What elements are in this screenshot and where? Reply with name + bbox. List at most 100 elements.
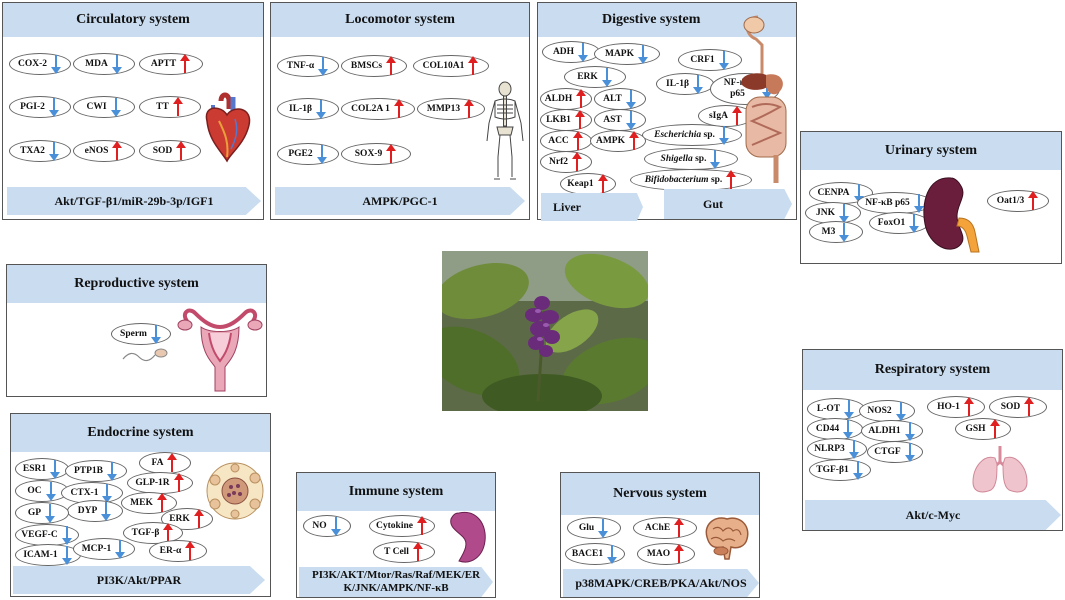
panel-immune: Immune system NO Cytokine T Cell PI3K/AK… (296, 472, 496, 598)
marker-node: FoxO1 (869, 212, 929, 234)
marker-node: CRF1 (678, 49, 742, 71)
marker-node: VEGF-C (15, 524, 79, 546)
pathway-banner: AMPK/PGC-1 (275, 187, 525, 215)
panel-digestive: Digestive system ADH MAPK CRF1 ERK IL-1β… (537, 2, 797, 221)
uterus-icon (177, 308, 263, 392)
panel-title: Reproductive system (7, 265, 266, 303)
marker-node: NLRP3 (807, 438, 867, 460)
marker-node: TGF-β1 (809, 459, 871, 481)
marker-node: ADH (542, 41, 600, 63)
marker-node: MAO (637, 543, 695, 565)
marker-node: HO-1 (927, 396, 985, 418)
spleen-icon (450, 511, 486, 563)
panel-nervous: Nervous system Glu AChE BACE1 MAO p38MAP… (560, 472, 760, 598)
marker-node: CTGF (867, 441, 923, 463)
liver-banner: Liver (541, 193, 643, 221)
marker-node: PTP1B (65, 460, 127, 482)
brain-icon (705, 517, 749, 560)
marker-node: Nrf2 (540, 151, 592, 173)
marker-node: Escherichia sp. (642, 124, 742, 146)
marker-node: PGI-2 (9, 96, 71, 118)
marker-node: Cytokine (369, 515, 435, 537)
panel-reproductive: Reproductive system Sperm (6, 264, 267, 397)
panel-endocrine: Endocrine system ESR1 PTP1B FA OC CTX-1 … (10, 413, 271, 597)
marker-node: COL10A1 (413, 55, 489, 77)
marker-node: Shigella sp. (644, 148, 738, 170)
panel-title: Nervous system (561, 473, 759, 515)
marker-node: ER-α (149, 540, 207, 562)
sperm-icon (122, 348, 168, 362)
pathway-banner: p38MAPK/CREB/PKA/Akt/NOS (563, 569, 759, 597)
marker-node: SOD (989, 396, 1047, 418)
marker-node: Bifidobacterium sp. (630, 169, 752, 191)
marker-node: ICAM-1 (15, 544, 81, 566)
pathway-banner: PI3K/AKT/Mtor/Ras/Raf/MEK/ER K/JNK/AMPK/… (299, 567, 493, 597)
marker-node: NO (303, 515, 351, 537)
marker-node: TXA2 (9, 140, 71, 162)
marker-node: FA (139, 452, 191, 474)
marker-node: BMSCs (341, 55, 407, 77)
marker-node: MCP-1 (73, 538, 135, 560)
marker-node: LKB1 (540, 109, 592, 131)
panel-respiratory: Respiratory system L-OT NOS2 HO-1 SOD CD… (802, 349, 1063, 531)
marker-node: MDA (73, 53, 135, 75)
panel-title: Circulatory system (3, 3, 263, 37)
digestive-tract-icon (742, 15, 787, 183)
marker-node: M3 (809, 221, 863, 243)
plant-flower-photo (442, 251, 648, 411)
panel-title: Respiratory system (803, 350, 1062, 390)
marker-node: COX-2 (9, 53, 71, 75)
marker-node: DYP (67, 500, 123, 522)
marker-node: T Cell (373, 541, 435, 563)
marker-node: TNF-α (277, 55, 339, 77)
marker-node: IL-1β (277, 98, 339, 120)
marker-node: GSH (955, 418, 1011, 440)
lungs-icon (972, 446, 1028, 493)
marker-node: ACC (540, 130, 592, 152)
panel-locomotor: Locomotor system TNF-α BMSCs COL10A1 IL-… (270, 2, 530, 220)
marker-node: AST (594, 109, 646, 131)
marker-node: GP (15, 502, 69, 524)
panel-title: Urinary system (801, 132, 1061, 170)
marker-node: eNOS (73, 140, 135, 162)
marker-node: IL-1β (656, 73, 714, 95)
pathway-banner: Akt/TGF-β1/miR-29b-3p/IGF1 (7, 187, 261, 215)
kidney-icon (923, 177, 980, 253)
marker-node: PGE2 (277, 143, 339, 165)
marker-node: SOD (139, 140, 201, 162)
marker-node: COL2A 1 (341, 98, 415, 120)
panel-title: Locomotor system (271, 3, 529, 37)
pathway-banner: Akt/c-Myc (805, 500, 1061, 530)
gut-banner: Gut (664, 189, 792, 219)
marker-node: ALDH1 (861, 420, 923, 442)
marker-node: GLP-1R (127, 472, 193, 494)
panel-title: Immune system (297, 473, 495, 511)
panel-title: Endocrine system (11, 414, 270, 452)
marker-node: NOS2 (859, 400, 915, 422)
panel-urinary: Urinary system CENPA NF-κB p65 JNK FoxO1… (800, 131, 1062, 264)
marker-node: APTT (139, 53, 203, 75)
marker-node: ALDH (540, 88, 592, 110)
marker-node: SOX-9 (341, 143, 411, 165)
heart-icon (205, 92, 251, 163)
marker-node: ERK (564, 66, 626, 88)
marker-node: L-OT (807, 398, 865, 420)
pancreas-islet-icon (206, 462, 264, 520)
marker-node: AChE (633, 517, 697, 539)
marker-node: TT (139, 96, 201, 118)
marker-node: TGF-β (123, 522, 183, 544)
marker-node: Sperm (111, 323, 171, 345)
marker-node: ALT (594, 88, 646, 110)
panel-circulatory: Circulatory system COX-2 MDA APTT PGI-2 … (2, 2, 264, 220)
marker-node: MMP13 (417, 98, 485, 120)
skeleton-icon (486, 81, 524, 180)
marker-node: BACE1 (565, 543, 625, 565)
pathway-banner: PI3K/Akt/PPAR (13, 566, 265, 594)
marker-node: MEK (121, 492, 177, 514)
marker-node: CTX-1 (61, 482, 123, 504)
marker-node: Keap1 (560, 173, 616, 195)
marker-node: Oat1/3 (987, 190, 1049, 212)
marker-node: MAPK (594, 43, 660, 65)
marker-node: ESR1 (15, 458, 69, 480)
marker-node: Glu (567, 517, 621, 539)
